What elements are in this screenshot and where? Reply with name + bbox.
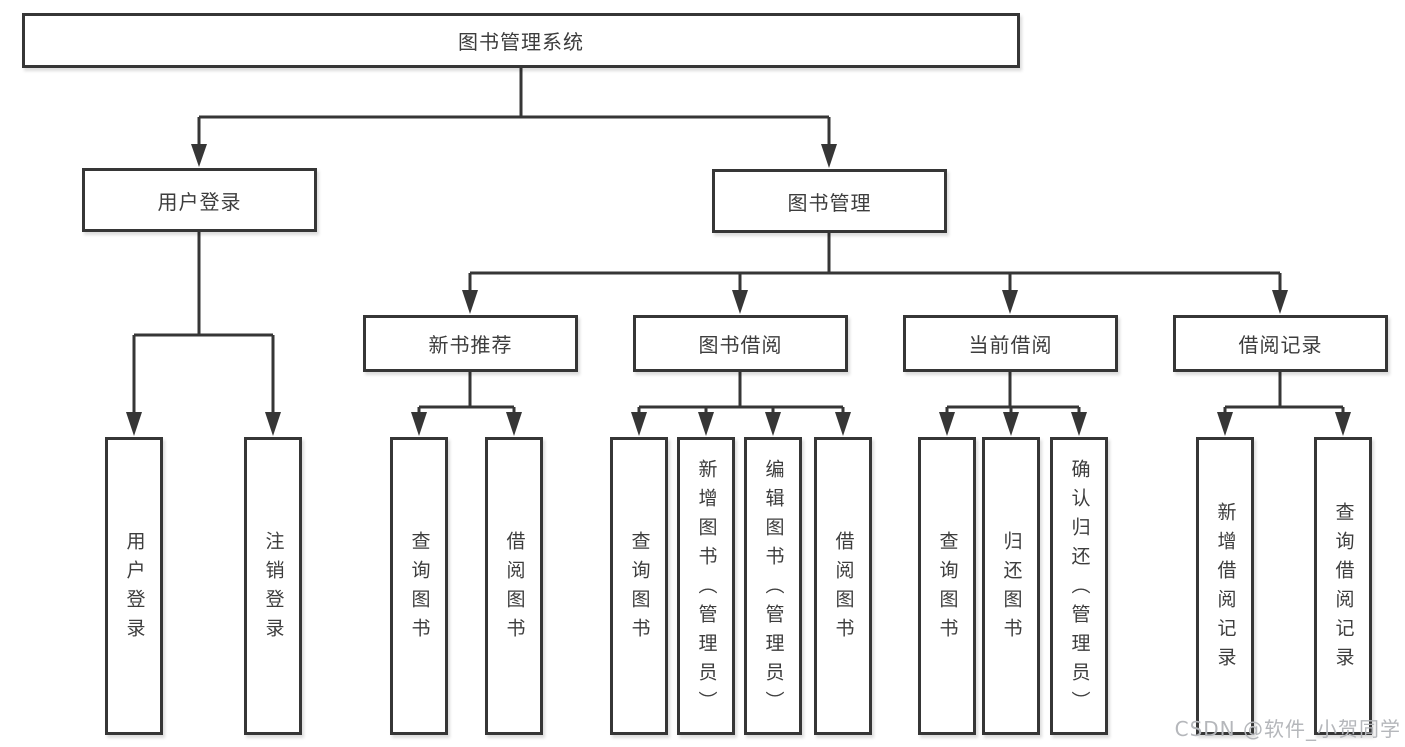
- connector-borrowing-records: [1217, 371, 1351, 436]
- node-borrowing-records: 借阅记录: [1173, 315, 1388, 372]
- connector-book-management: [462, 232, 1288, 314]
- leaf-query-borrow-record: 查询借阅记录: [1314, 437, 1372, 735]
- connector-book-borrowing: [631, 371, 851, 436]
- csdn-watermark: CSDN @软件_小贺同学: [1174, 717, 1401, 741]
- node-root: 图书管理系统: [22, 13, 1020, 68]
- node-book-borrowing: 图书借阅: [633, 315, 848, 372]
- connector-root: [191, 66, 837, 168]
- leaf-logout-login: 注销登录: [244, 437, 302, 735]
- node-book-management: 图书管理: [712, 169, 947, 233]
- leaf-borrow-books-recommend: 借阅图书: [485, 437, 543, 735]
- leaf-add-borrow-record: 新增借阅记录: [1196, 437, 1254, 735]
- connector-user-login: [126, 231, 281, 436]
- connector-current-borrowing: [939, 371, 1087, 436]
- leaf-edit-books-admin: 编辑图书（管理员）: [744, 437, 802, 735]
- node-new-book-recommend: 新书推荐: [363, 315, 578, 372]
- leaf-query-books-current: 查询图书: [918, 437, 976, 735]
- leaf-add-books-admin: 新增图书（管理员）: [677, 437, 735, 735]
- leaf-borrow-books-borrowing: 借阅图书: [814, 437, 872, 735]
- leaf-return-books: 归还图书: [982, 437, 1040, 735]
- leaf-user-login: 用户登录: [105, 437, 163, 735]
- node-user-login: 用户登录: [82, 168, 317, 232]
- node-current-borrowing: 当前借阅: [903, 315, 1118, 372]
- connector-new-book-recommend: [411, 371, 522, 436]
- leaf-query-books-borrowing: 查询图书: [610, 437, 668, 735]
- leaf-query-books-recommend: 查询图书: [390, 437, 448, 735]
- leaf-confirm-return-admin: 确认归还（管理员）: [1050, 437, 1108, 735]
